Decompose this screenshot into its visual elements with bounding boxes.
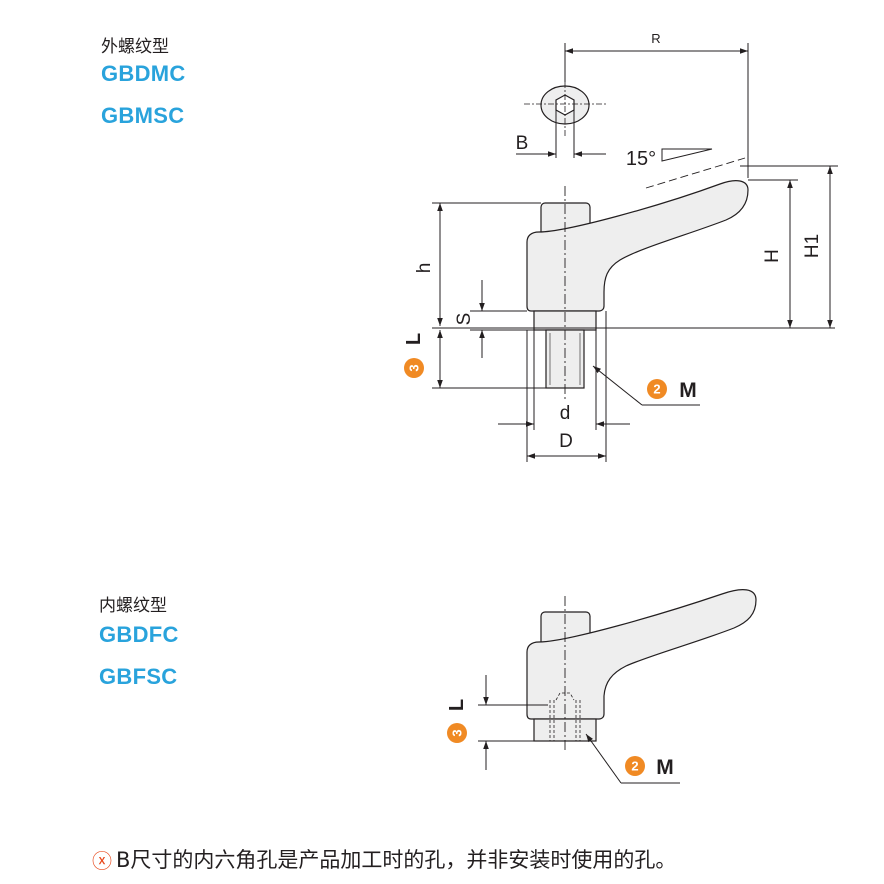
footnote-text: B尺寸的内六角孔是产品加工时的孔，并非安装时使用的孔。 [116,848,677,872]
leader-M-external [592,365,700,406]
marker-M-internal-number: 2 [631,759,638,774]
dim-label-H1: H1 [802,234,823,258]
dim-label-H: H [762,249,783,263]
dimension-d [498,311,630,462]
dimension-L-external [432,327,835,389]
dim-label-d: d [560,403,571,424]
model-code-gbdmc: GBDMC [101,61,186,86]
marker-L-internal: 3 L [446,699,468,743]
dim-label-angle: 15° [626,148,656,170]
section-internal-title: 内螺纹型 [99,596,167,616]
top-view-head [524,82,606,158]
dim-label-h: h [414,263,435,274]
marker-L-external: 3 L [403,333,425,378]
dim-label-L-external: L [403,333,425,345]
marker-M-number: 2 [653,382,660,397]
marker-M-internal: 2 M [625,756,674,779]
dim-label-B: B [516,133,529,154]
dim-label-S: S [454,313,475,326]
lever-handle-internal [526,589,757,752]
leader-M-internal [585,733,680,784]
model-code-gbdfc: GBDFC [99,622,179,647]
dim-label-D: D [559,431,573,452]
model-code-gbmsc: GBMSC [101,103,185,128]
angle-15-indicator [645,148,746,189]
dimension-H [748,179,798,328]
dim-label-L-internal: L [446,699,468,711]
dimension-S [470,280,534,358]
marker-M-external: 2 M [647,379,697,402]
dimension-h [432,202,541,326]
marker-L-number: 3 [407,364,422,371]
dimension-R [564,43,749,178]
warning-circle-icon: ⓧ [92,848,112,873]
dim-label-M-internal: M [656,756,674,779]
dim-label-R: R [651,31,660,46]
lever-handle-external [526,180,749,402]
dimension-L-internal [478,675,548,770]
footnote: ⓧ B尺寸的内六角孔是产品加工时的孔，并非安装时使用的孔。 [92,844,676,874]
marker-L-internal-number: 3 [450,729,465,736]
dim-label-M-external: M [679,379,697,402]
section-external-title: 外螺纹型 [101,37,169,57]
model-code-gbfsc: GBFSC [99,664,178,689]
dimension-H1 [740,165,838,328]
